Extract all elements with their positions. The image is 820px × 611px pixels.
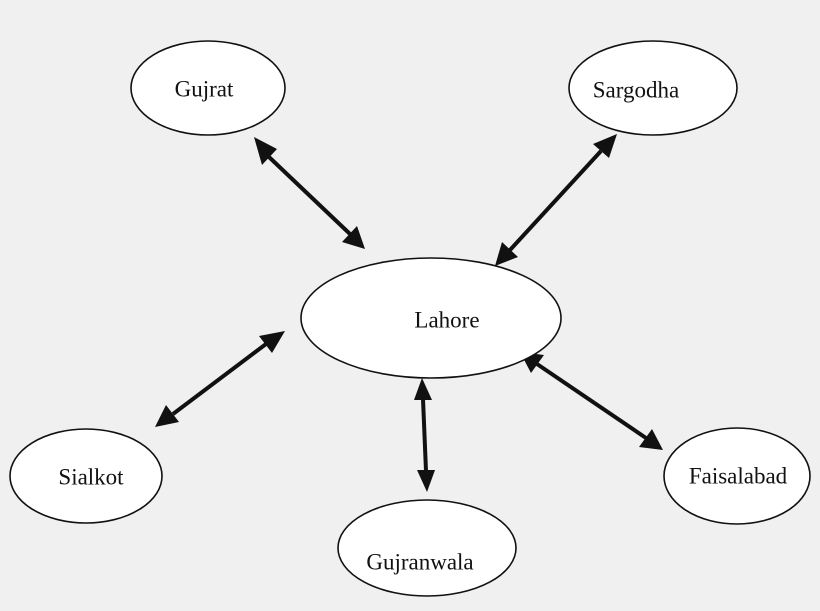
node-lahore: Lahore <box>300 257 562 379</box>
link-lahore-sialkot <box>155 331 285 427</box>
node-faisalabad: Faisalabad <box>663 427 811 525</box>
arrowhead-lahore <box>495 242 518 266</box>
node-gujrat-label: Gujrat <box>175 77 234 102</box>
link-lahore-gujranwala <box>414 378 435 492</box>
arrowhead-gujranwala <box>417 470 435 492</box>
arrowhead-sialkot <box>155 405 179 427</box>
link-lahore-gujrat <box>254 137 365 249</box>
node-sialkot: Sialkot <box>9 428 163 524</box>
arrowhead-gujrat <box>254 137 277 165</box>
node-faisalabad-label: Faisalabad <box>689 464 788 489</box>
arrowhead-lahore <box>414 378 432 400</box>
link-lahore-faisalabad <box>520 352 663 450</box>
node-lahore-label: Lahore <box>414 308 479 333</box>
arrowhead-faisalabad <box>639 429 663 450</box>
arrowhead-sargodha <box>593 134 617 158</box>
node-gujranwala-label: Gujranwala <box>366 550 473 575</box>
link-lahore-sargodha <box>495 134 617 266</box>
arrowhead-lahore <box>342 226 365 249</box>
node-gujrat: Gujrat <box>130 40 286 136</box>
node-gujranwala: Gujranwala <box>337 499 517 597</box>
node-sialkot-label: Sialkot <box>58 465 124 490</box>
node-sargodha: Sargodha <box>568 40 738 136</box>
arrowhead-lahore <box>259 331 285 353</box>
node-sargodha-label: Sargodha <box>593 78 679 103</box>
